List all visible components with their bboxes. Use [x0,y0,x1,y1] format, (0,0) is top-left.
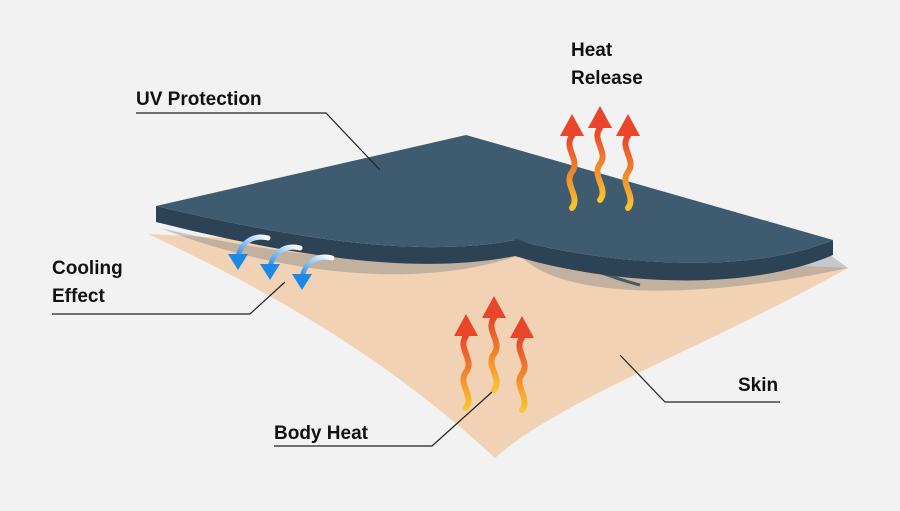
body-heat-label: Body Heat [274,423,369,444]
cooling-effect-label-line2: Effect [52,286,105,307]
cooling-effect-leader [52,281,286,315]
body-heat-leader [274,391,493,447]
fabric-top-layer [156,135,833,263]
skin-leader [619,354,780,403]
uv-protection-label: UV Protection [136,89,262,110]
uv-protection-leader [136,112,381,171]
fabric-edge [156,206,833,281]
cooling-effect-label-line1: Cooling [52,258,123,279]
skin-label: Skin [738,375,778,396]
fabric-fold [514,238,641,287]
heat-release-label-line1: Heat [571,40,613,61]
fabric-shadow [160,228,848,291]
heat-release-label-line2: Release [571,68,643,89]
